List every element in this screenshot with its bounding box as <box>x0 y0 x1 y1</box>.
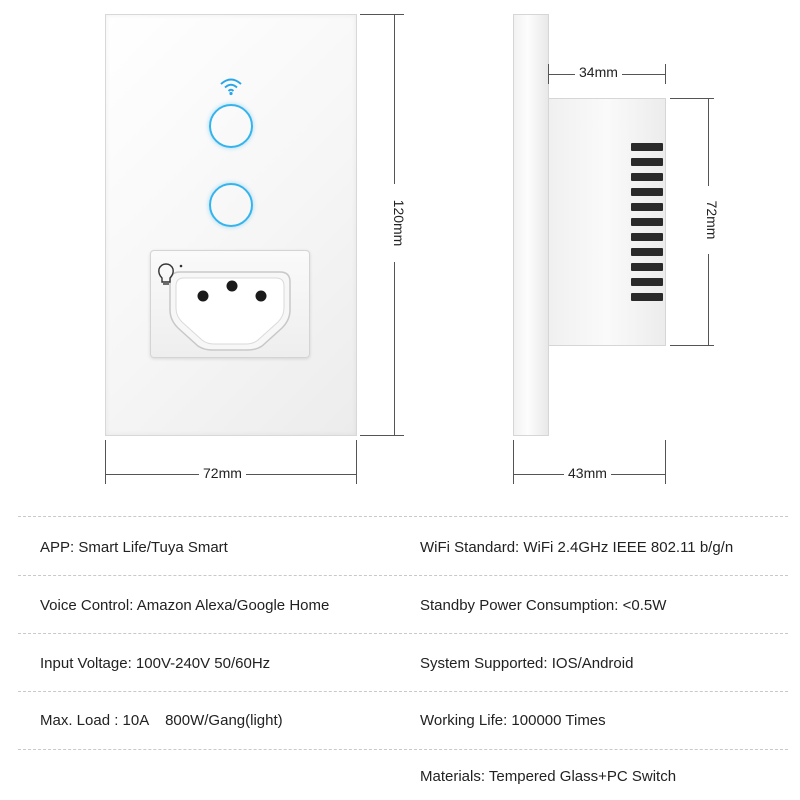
dim-tick-right <box>356 440 357 484</box>
dim-tick-top <box>360 14 404 15</box>
spec-divider <box>18 691 788 692</box>
vent-slot <box>631 143 663 151</box>
dim-front-height-label: 120mm <box>391 184 407 262</box>
wifi-icon <box>220 78 242 96</box>
dim-tick-side-depth-left <box>548 64 549 84</box>
vent-slot <box>631 188 663 196</box>
dim-tick-side-depth-right <box>665 64 666 84</box>
spec-divider <box>18 516 788 517</box>
vent-slot <box>631 278 663 286</box>
spec-divider <box>18 575 788 576</box>
dim-tick-left <box>105 440 106 484</box>
dim-tick-bottom <box>360 435 404 436</box>
spec-working-life: Working Life: 100000 Times <box>420 712 606 729</box>
switch-side-faceplate <box>513 14 549 436</box>
spec-wifi-standard: WiFi Standard: WiFi 2.4GHz IEEE 802.11 b… <box>420 539 734 556</box>
vent-slot <box>631 203 663 211</box>
dim-side-total-label: 43mm <box>564 465 611 481</box>
vent-slot <box>631 293 663 301</box>
dim-tick-side-top <box>670 98 714 99</box>
touch-button-2[interactable] <box>209 183 253 227</box>
spec-system-supported: System Supported: IOS/Android <box>420 655 634 672</box>
spec-input-voltage: Input Voltage: 100V-240V 50/60Hz <box>40 655 271 672</box>
vent-slot <box>631 158 663 166</box>
spec-divider <box>18 633 788 634</box>
dim-tick-side-total-right <box>665 440 666 484</box>
dim-front-width-label: 72mm <box>199 465 246 481</box>
vent-slot <box>631 233 663 241</box>
touch-button-1[interactable] <box>209 104 253 148</box>
vent-slot <box>631 173 663 181</box>
spec-app: APP: Smart Life/Tuya Smart <box>40 539 228 556</box>
dim-tick-side-total-left <box>513 440 514 484</box>
spec-max-load: Max. Load : 10A 800W/Gang(light) <box>40 712 283 729</box>
bulb-indicator-icon <box>158 263 183 285</box>
dim-tick-side-bottom <box>670 345 714 346</box>
vent-slot <box>631 263 663 271</box>
spec-divider <box>18 749 788 750</box>
brazil-socket-icon <box>169 271 291 351</box>
dim-side-height-label: 72mm <box>704 186 720 254</box>
spec-voice-control: Voice Control: Amazon Alexa/Google Home <box>40 597 330 614</box>
vent-slot <box>631 248 663 256</box>
dim-side-depth-label: 34mm <box>575 64 622 80</box>
spec-standby-power: Standby Power Consumption: <0.5W <box>420 597 667 614</box>
vent-slot <box>631 218 663 226</box>
spec-materials: Materials: Tempered Glass+PC Switch <box>420 768 677 785</box>
